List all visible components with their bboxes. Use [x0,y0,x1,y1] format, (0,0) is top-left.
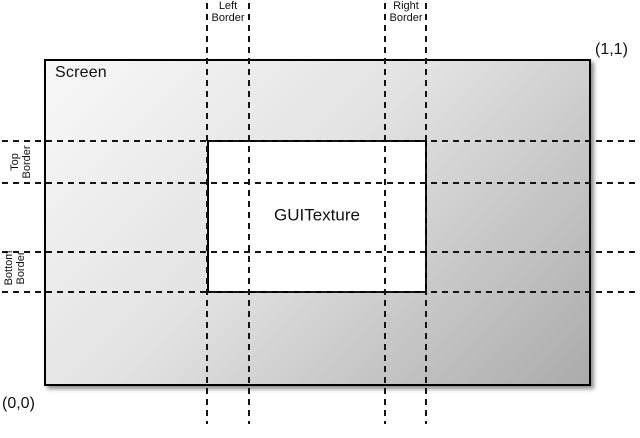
left-border-label-line2: Border [211,12,245,24]
right-border-label-line2: Border [389,12,423,24]
right-border-label: Right Border [389,0,422,24]
coordinate-top-right: (1,1) [595,41,628,58]
bottom-border-label-line2: Border [15,251,27,285]
bottom-border-label: Bottom Border [3,251,27,286]
left-border-label-line1: Left [218,0,238,12]
bottom-border-label-line1: Bottom [3,250,15,286]
guitexture-rect: GUITexture [207,140,427,293]
top-border-label-line1: Top [9,153,21,171]
left-border-inner-guide-line [248,3,250,424]
left-border-outer-guide-line [206,3,208,424]
coordinate-bottom-left: (0,0) [2,395,35,412]
bottom-border-inner-guide-line [2,251,638,253]
right-border-outer-guide-line [425,3,427,424]
top-border-label: Top Border [9,145,33,178]
guitexture-label: GUITexture [274,204,360,224]
right-border-inner-guide-line [384,3,386,424]
bottom-border-outer-guide-line [2,291,638,293]
right-border-label-line1: Right [393,0,419,12]
top-border-label-line2: Border [21,145,33,179]
screen-label: Screen [55,64,107,81]
top-border-inner-guide-line [2,182,638,184]
left-border-label: Left Border [211,0,244,24]
top-border-outer-guide-line [2,140,638,142]
